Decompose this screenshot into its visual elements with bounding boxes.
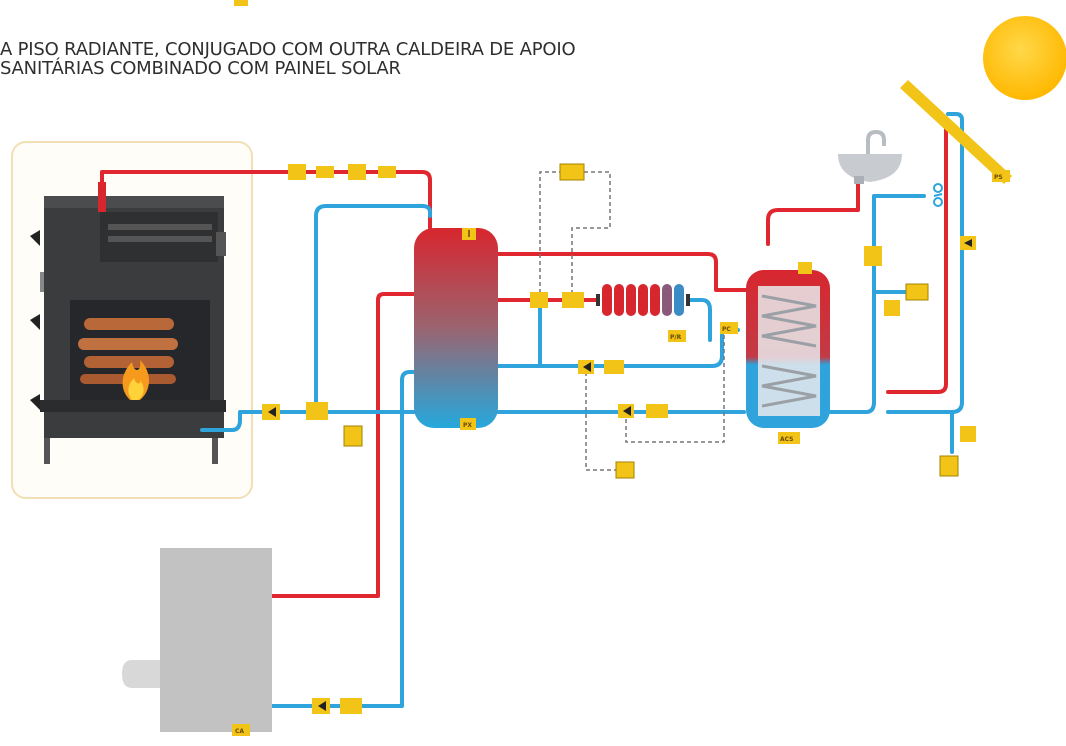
valve-icon — [316, 166, 334, 178]
solar-panel-tag: PS — [994, 174, 1003, 181]
sink-basin — [838, 154, 902, 182]
title-line-2: SANITÁRIAS COMBINADO COM PAINEL SOLAR — [0, 58, 401, 79]
dhw-tank-tag: ACS — [780, 436, 793, 443]
controller-box — [559, 163, 585, 181]
controller-box — [615, 461, 635, 479]
valve-icon — [340, 698, 362, 714]
buffer-tank: PX — [414, 228, 498, 430]
manometer-icon — [288, 164, 306, 180]
manometer-icon — [884, 300, 900, 316]
valve-icon — [306, 402, 328, 420]
auxiliary-boiler: CA — [122, 548, 272, 736]
dhw-tank: ACS PC — [720, 262, 830, 444]
valve-icon — [378, 166, 396, 178]
aux-boiler-tag: CA — [235, 728, 244, 735]
valve-icon — [864, 246, 882, 266]
top-tag — [234, 0, 248, 6]
valve-icon — [348, 164, 366, 180]
buffer-tank-tag: PX — [463, 422, 472, 429]
radiator: P/R — [596, 284, 690, 342]
firewood-log — [84, 318, 174, 330]
valve-icon — [646, 404, 668, 418]
heat-exchanger-tag: PC — [722, 326, 731, 333]
expansion-vessel-icon — [343, 425, 363, 447]
firewood-log — [78, 338, 178, 350]
title-line-1: A PISO RADIANTE, CONJUGADO COM OUTRA CAL… — [0, 39, 576, 60]
manometer-icon — [960, 426, 976, 442]
sun-icon — [983, 16, 1066, 100]
expansion-vessel-icon — [905, 283, 929, 301]
radiator-tag: P/R — [670, 334, 682, 341]
tap-icon — [866, 129, 886, 160]
component-tags — [262, 163, 976, 714]
thermometer-icon — [530, 292, 548, 308]
solar-panel: PS — [900, 80, 1012, 184]
shower-icon — [933, 183, 943, 207]
control-lines — [539, 171, 725, 471]
valve-icon — [604, 360, 624, 374]
firewood-log — [84, 356, 174, 368]
aux-boiler-body — [160, 548, 272, 732]
page-title: A PISO RADIANTE, CONJUGADO COM OUTRA CAL… — [0, 39, 576, 79]
solar-collector — [900, 80, 1012, 184]
wood-boiler — [11, 141, 253, 499]
expansion-vessel-icon — [939, 455, 959, 477]
buffer-tank-body — [414, 228, 498, 428]
sink — [838, 129, 902, 184]
burner — [122, 660, 160, 688]
valve-icon — [562, 292, 584, 308]
